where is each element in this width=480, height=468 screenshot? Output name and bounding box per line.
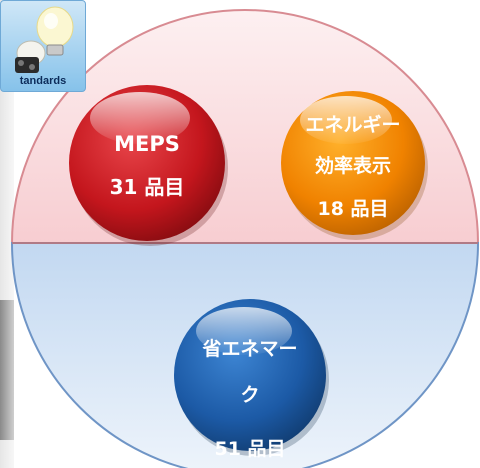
eco-mark-title-line1: 省エネマー <box>202 338 298 360</box>
energy-label-title-line1: エネルギー <box>305 114 401 136</box>
standards-thumbnail[interactable]: tandards <box>0 0 86 92</box>
left-edge-strip <box>0 0 14 468</box>
meps-bubble <box>69 85 228 246</box>
eco-mark-title-line2: ク <box>240 384 260 406</box>
energy-label-bubble <box>281 91 428 240</box>
meps-count: 31 品目 <box>109 175 185 199</box>
thumbnail-label: tandards <box>19 75 67 87</box>
meps-title: MEPS <box>114 132 180 156</box>
eco-mark-bubble <box>174 299 329 456</box>
energy-label-count: 18 品目 <box>317 198 389 220</box>
eco-mark-count: 51 品目 <box>214 438 286 460</box>
lightbulb-icon <box>15 6 74 73</box>
energy-label-title-line2: 効率表示 <box>314 155 391 177</box>
